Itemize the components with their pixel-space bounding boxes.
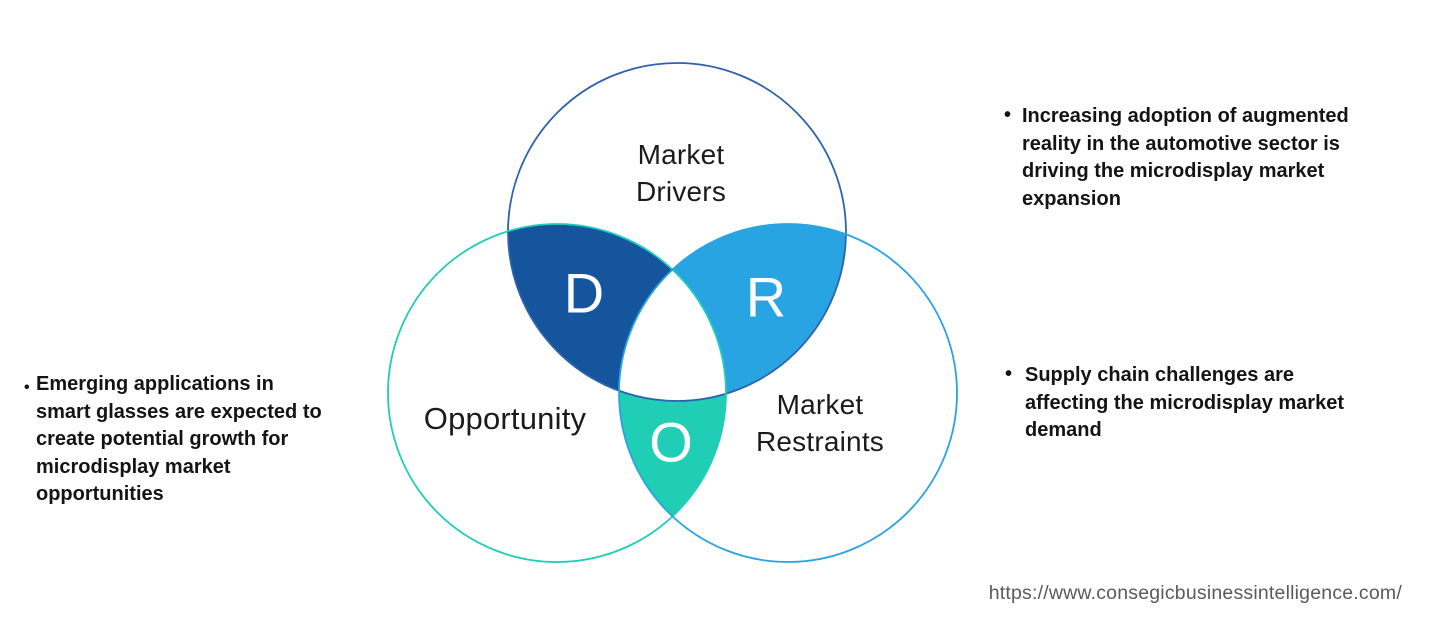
label-market-drivers-line2: Drivers <box>635 176 727 207</box>
annotation-line: Increasing adoption of augmented <box>1022 105 1349 127</box>
annotation-restraints: • Supply chain challenges are affecting … <box>1005 362 1425 445</box>
label-market-drivers: Market Drivers <box>581 136 781 210</box>
bullet-dot: • <box>24 379 30 396</box>
annotation-line: smart glasses are expected to <box>36 400 322 423</box>
annotation-line: opportunities <box>36 483 164 505</box>
letter-r: R <box>746 266 786 329</box>
opportunity-circle-outline <box>387 223 727 563</box>
label-opportunity: Opportunity <box>395 400 615 437</box>
annotation-opportunity: • Emerging applications in smart glasses… <box>24 371 376 509</box>
annotation-line: driving the microdisplay market <box>1022 160 1325 182</box>
annotation-line: Supply chain challenges are <box>1025 364 1294 386</box>
label-market-restraints: Market Restraints <box>720 386 920 460</box>
bullet-dot: • <box>1005 363 1013 385</box>
source-url: https://www.consegicbusinessintelligence… <box>988 582 1402 604</box>
annotation-line: create potential growth for <box>36 428 289 450</box>
annotation-line: affecting the microdisplay market <box>1025 391 1344 414</box>
annotation-drivers: • Increasing adoption of augmented reali… <box>1004 103 1422 213</box>
label-market-restraints-line1: Market <box>776 389 864 420</box>
label-opportunity-line1: Opportunity <box>423 401 587 436</box>
label-market-restraints-line2: Restraints <box>755 426 885 457</box>
annotation-line: microdisplay market <box>36 455 231 478</box>
annotation-line: reality in the automotive sector is <box>1022 132 1340 155</box>
annotation-line: expansion <box>1022 187 1121 210</box>
label-market-drivers-line1: Market <box>637 139 725 170</box>
restraints-circle-outline <box>618 223 958 563</box>
annotation-line: demand <box>1025 419 1102 441</box>
annotation-line: Emerging applications in <box>36 373 274 395</box>
letter-o: O <box>649 411 693 474</box>
letter-d: D <box>564 262 604 325</box>
bullet-dot: • <box>1004 104 1012 126</box>
